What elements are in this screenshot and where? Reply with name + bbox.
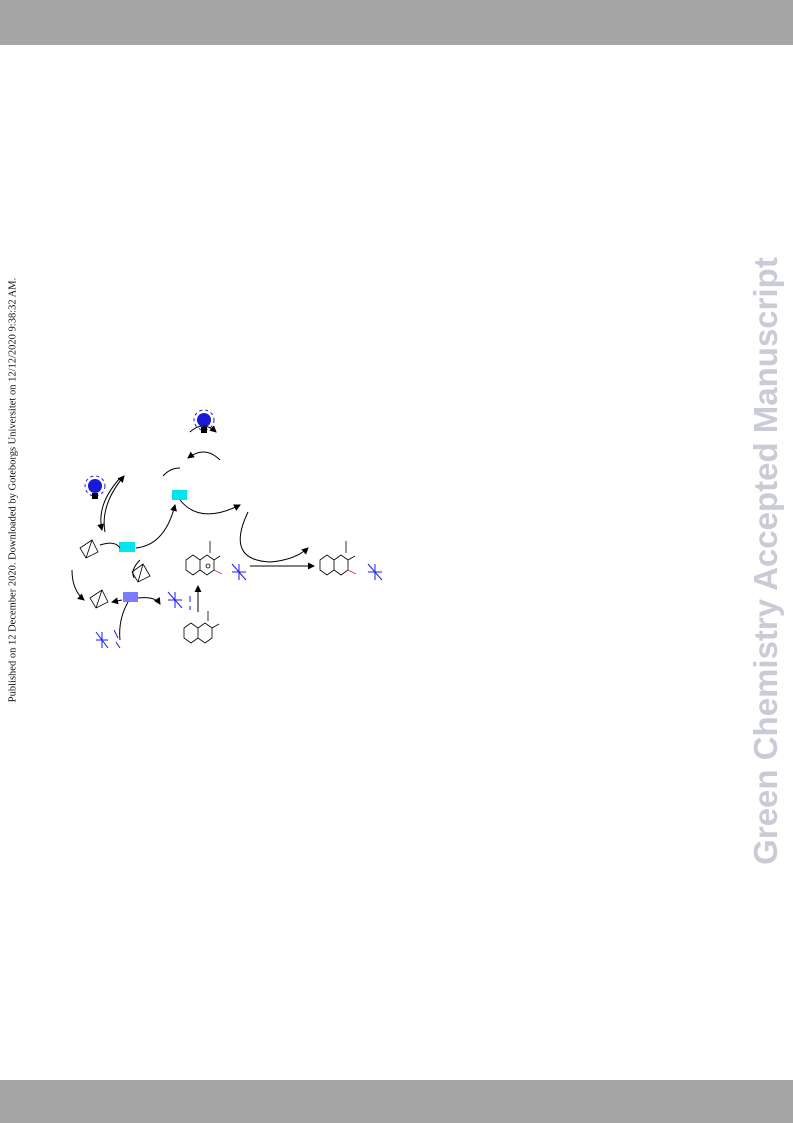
quinoxalinone-structure: [183, 541, 357, 644]
arrow: [111, 597, 123, 605]
arrow: [97, 477, 121, 531]
arrow: [119, 601, 129, 641]
light-bulb-icon: [84, 475, 106, 499]
arrow: [137, 597, 161, 605]
catalyst-box-cyan: [172, 490, 187, 500]
arrow: [99, 542, 121, 549]
arrow: [71, 569, 85, 601]
arrow: [132, 559, 141, 579]
arrow: [187, 451, 221, 461]
arrow: [103, 475, 125, 533]
catalyst-box-blue: [123, 592, 138, 602]
catalyst-box-cyan: [119, 542, 135, 552]
arrow: [179, 499, 241, 515]
dabco-structure: [79, 539, 151, 609]
tert-butyl-fragment: [95, 563, 383, 649]
light-bulb-icon: [193, 409, 215, 433]
arrow: [239, 511, 309, 563]
arrow: [189, 425, 217, 433]
arrow: [135, 504, 177, 549]
top-header-band: [0, 0, 793, 45]
arrow: [162, 467, 181, 477]
bottom-footer-band: [0, 1080, 793, 1123]
